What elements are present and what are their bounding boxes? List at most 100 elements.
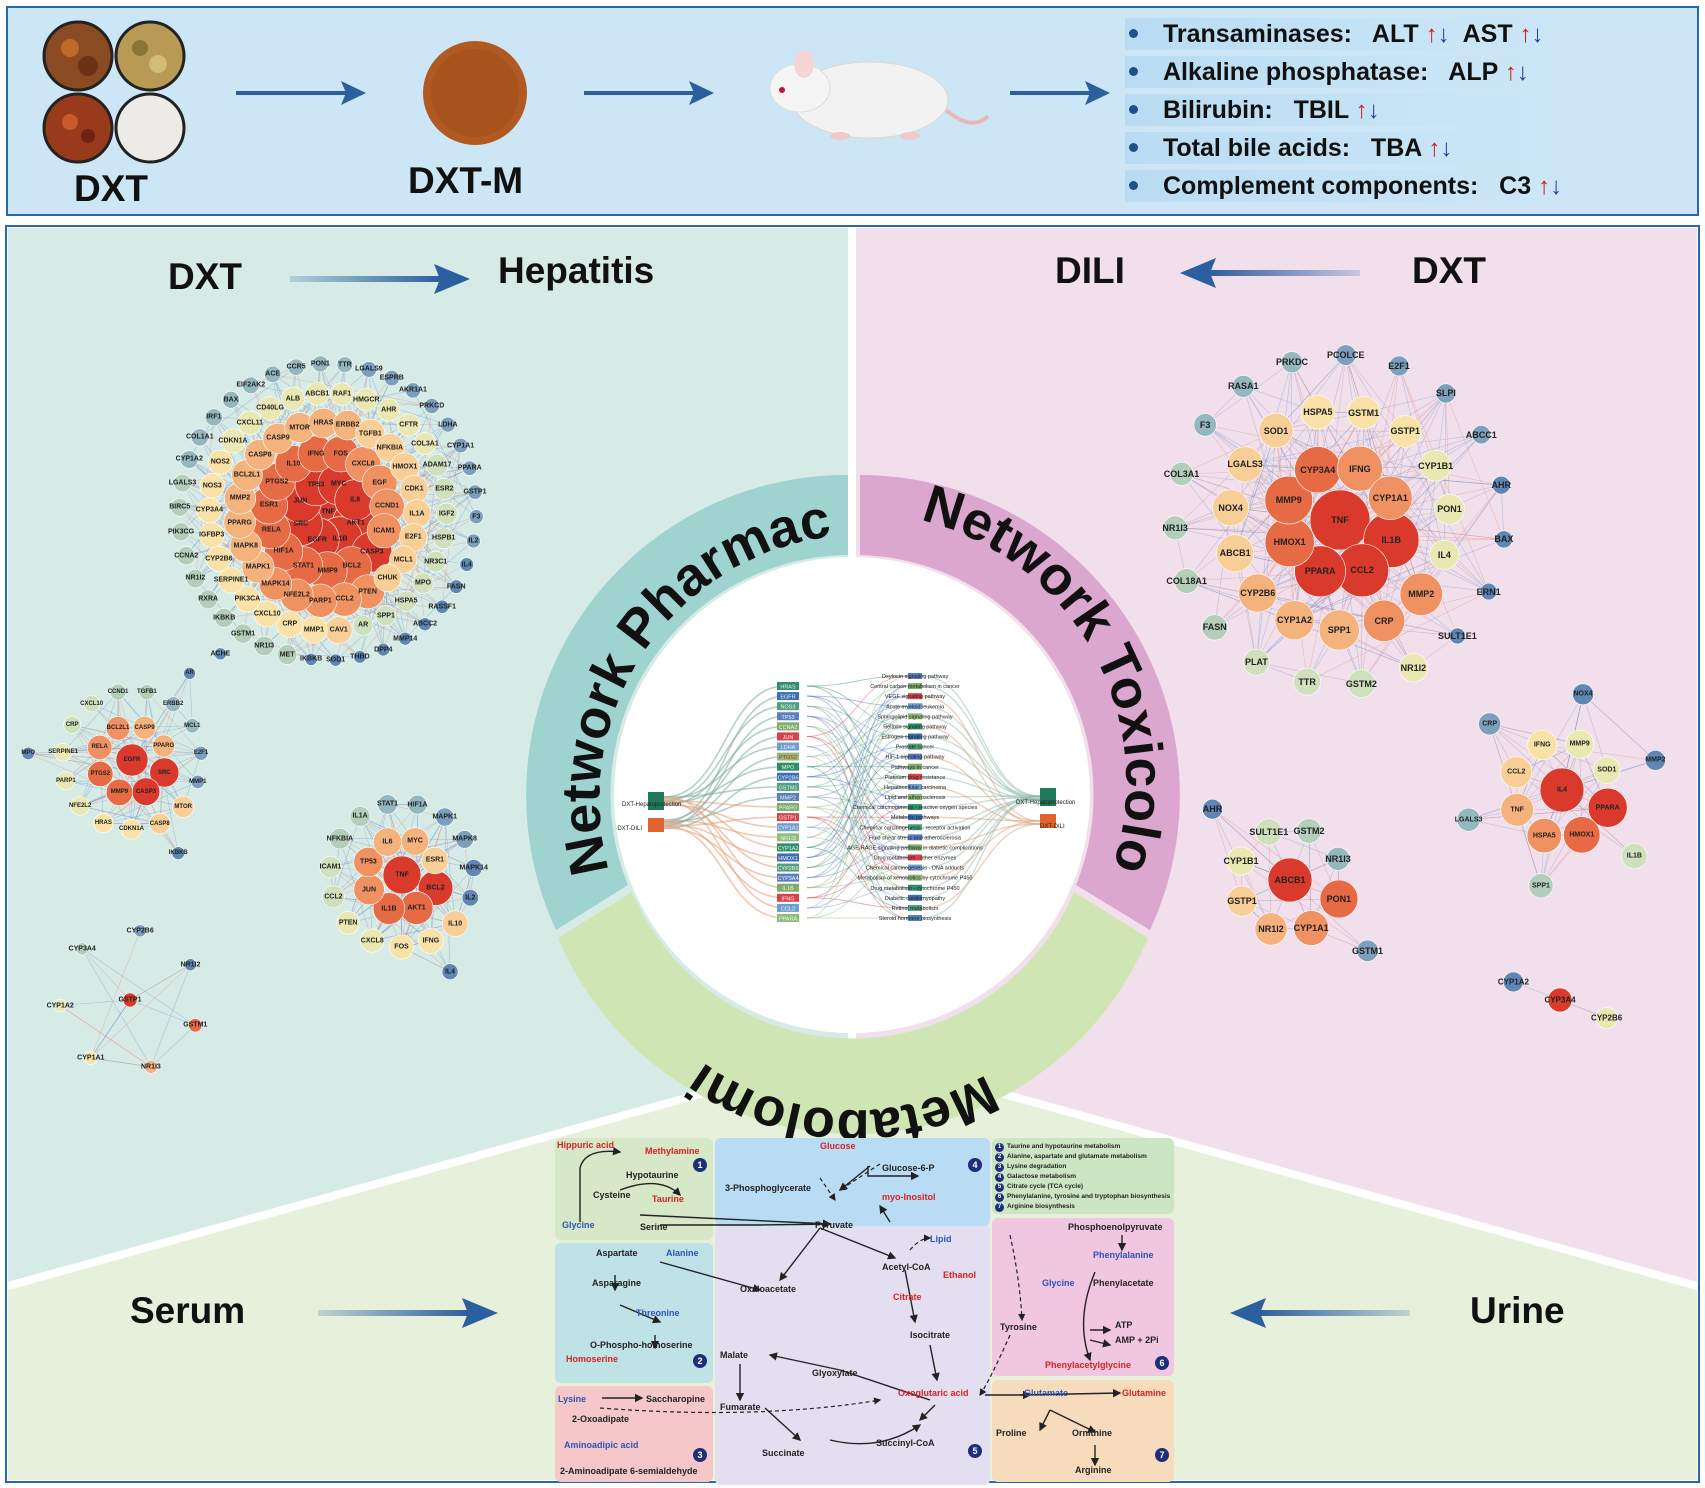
network-node-label: NR1I3 <box>140 1063 161 1071</box>
network-node <box>305 381 330 406</box>
network-node <box>1212 489 1250 527</box>
network-node <box>349 806 371 827</box>
network-node <box>1346 395 1381 430</box>
network-node-label: AR <box>185 670 194 677</box>
network-node <box>1528 873 1554 899</box>
network-node <box>1595 1007 1618 1030</box>
network-node-label: MTOR <box>174 803 192 810</box>
network-edge <box>63 745 164 753</box>
network-node-label: HRAS <box>313 419 334 427</box>
network-node <box>133 924 147 938</box>
network-node-label: CYP1A1 <box>1372 492 1408 503</box>
network-edge <box>1244 354 1347 465</box>
network-edge <box>80 805 160 824</box>
network-edge <box>1186 412 1319 582</box>
metric-bilirubin: Bilirubin: TBIL ↑↓ <box>1125 94 1605 126</box>
network-node-label: CXCL11 <box>236 419 264 427</box>
network-edge <box>129 964 191 1001</box>
network-node <box>1563 816 1601 854</box>
network-edge <box>91 703 165 773</box>
network-node-label: DPP4 <box>374 646 393 654</box>
network-node-label: SERPINE1 <box>213 576 249 584</box>
network-edge <box>422 540 474 584</box>
network-node-label: PPARG <box>227 519 252 527</box>
metabolite-succinate: Succinate <box>762 1448 805 1458</box>
network-node <box>1471 425 1491 445</box>
network-node <box>190 428 209 447</box>
network-node-label: CCND1 <box>374 502 400 510</box>
left-main-network <box>170 355 484 667</box>
network-node <box>329 653 343 667</box>
network-node <box>432 527 455 550</box>
network-edge <box>1234 362 1293 554</box>
network-node-label: ABCB1 <box>305 390 330 398</box>
network-node-label: THBD <box>350 653 370 661</box>
metabolite-glucose: Glucose <box>820 1141 856 1151</box>
network-edge <box>242 633 312 660</box>
network-edge <box>1174 430 1277 529</box>
network-node-label: SRC <box>157 769 171 776</box>
network-node-label: LDHA <box>438 421 458 429</box>
network-node <box>1572 683 1594 706</box>
network-node <box>1202 798 1223 820</box>
network-node-label: IL1A <box>409 510 425 518</box>
network-node <box>1435 383 1456 404</box>
up-down-arrows-icon: ↑↓ <box>1428 135 1453 162</box>
metabolite-oxaloacetate: Oxaloacetate <box>740 1284 797 1294</box>
network-node <box>280 386 305 411</box>
network-edge <box>195 578 244 634</box>
network-node-label: E2F1 <box>193 750 209 757</box>
network-node-label: TP53 <box>360 858 377 866</box>
network-node <box>1293 910 1329 946</box>
network-node-label: CD40LG <box>256 404 284 412</box>
network-node-label: EGF <box>372 479 387 487</box>
network-node <box>1267 857 1313 903</box>
network-node <box>1264 475 1313 525</box>
network-node-label: ACHE <box>210 650 231 658</box>
network-node <box>121 818 142 840</box>
network-edge <box>117 692 120 793</box>
network-node <box>83 695 101 713</box>
network-edge <box>99 747 202 754</box>
network-node-label: NR1I2 <box>180 961 201 969</box>
network-node-label: CYP1A2 <box>46 1002 74 1009</box>
network-node <box>87 734 113 761</box>
network-edge <box>1468 807 1608 820</box>
metabolite-glutamine: Glutamine <box>1122 1388 1167 1398</box>
network-node-label: BCL2L1 <box>106 725 130 732</box>
network-node <box>1318 609 1360 651</box>
network-node <box>234 585 261 613</box>
bullet-icon <box>1129 105 1138 114</box>
network-node <box>237 410 263 435</box>
network-edge <box>90 999 131 1059</box>
network-node-label: PPARA <box>457 464 482 472</box>
network-node <box>377 794 398 815</box>
network-edge <box>405 586 457 639</box>
network-node-label: NFKBIA <box>326 835 354 843</box>
network-node <box>1363 599 1406 642</box>
network-node-label: CYP2B6 <box>1240 588 1276 599</box>
network-node <box>1593 756 1621 784</box>
network-node-label: BIRC5 <box>169 503 191 511</box>
network-edge <box>1445 393 1450 510</box>
network-node <box>176 546 196 566</box>
network-edge <box>1542 744 1656 761</box>
network-node-label: CYP2B6 <box>126 927 154 935</box>
network-node-label: MMP1 <box>303 626 325 634</box>
network-node-label: EIF2AK2 <box>236 381 266 389</box>
network-node-label: F3 <box>472 513 481 521</box>
network-node <box>149 812 171 835</box>
network-node-label: CYP3A4 <box>1300 464 1336 475</box>
bullet-icon <box>1129 181 1138 190</box>
network-node <box>1399 572 1443 616</box>
network-node <box>198 589 218 610</box>
network-node-label: GSTM1 <box>183 1021 208 1029</box>
bullet-icon <box>1129 29 1138 38</box>
network-node-label: IL6 <box>382 838 393 846</box>
network-node-label: ALB <box>285 395 301 403</box>
network-node-label: RELA <box>261 526 281 534</box>
network-node <box>376 642 390 657</box>
network-node-label: CRP <box>65 721 79 728</box>
